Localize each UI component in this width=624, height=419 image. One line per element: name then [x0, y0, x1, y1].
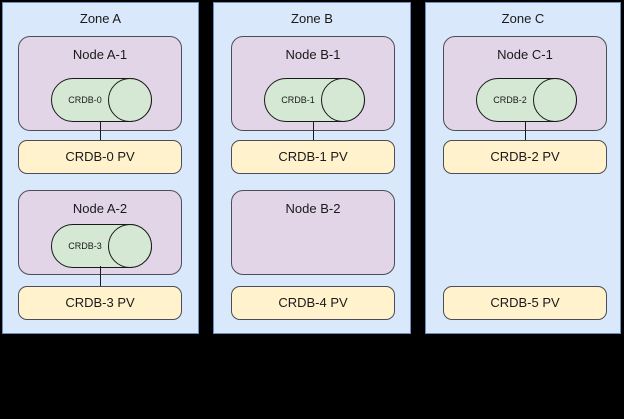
zone-a[interactable]: Zone A Node A-1 CRDB-0 CRDB-0 PV Node A-… [2, 2, 199, 334]
volume-crdb-2-pv[interactable]: CRDB-2 PV [443, 140, 607, 174]
volume-crdb-5-pv[interactable]: CRDB-5 PV [443, 286, 607, 320]
node-c-1[interactable]: Node C-1 CRDB-2 [443, 36, 607, 131]
database-crdb-3[interactable]: CRDB-3 [51, 224, 152, 268]
zone-b-title: Zone B [291, 11, 333, 26]
volume-crdb-4-pv-label: CRDB-4 PV [278, 295, 348, 310]
connector-node-b-1-to-crdb-1-pv [313, 121, 314, 141]
database-crdb-0[interactable]: CRDB-0 [51, 78, 152, 122]
node-b-1-title: Node B-1 [285, 47, 341, 62]
node-a-2[interactable]: Node A-2 CRDB-3 [18, 190, 182, 275]
database-crdb-2[interactable]: CRDB-2 [476, 78, 577, 122]
volume-crdb-3-pv-label: CRDB-3 PV [65, 295, 135, 310]
node-c-1-title: Node C-1 [497, 47, 553, 62]
zone-c[interactable]: Zone C Node C-1 CRDB-2 CRDB-2 PV CRDB-5 … [425, 2, 621, 334]
volume-crdb-2-pv-label: CRDB-2 PV [490, 149, 560, 164]
volume-crdb-1-pv[interactable]: CRDB-1 PV [231, 140, 395, 174]
node-a-1-title: Node A-1 [72, 47, 128, 62]
node-a-1[interactable]: Node A-1 CRDB-0 [18, 36, 182, 131]
volume-crdb-3-pv[interactable]: CRDB-3 PV [18, 286, 182, 320]
zone-a-title: Zone A [79, 11, 122, 26]
node-b-1[interactable]: Node B-1 CRDB-1 [231, 36, 395, 131]
volume-crdb-5-pv-label: CRDB-5 PV [490, 295, 560, 310]
volume-crdb-1-pv-label: CRDB-1 PV [278, 149, 348, 164]
zone-c-title: Zone C [501, 11, 545, 26]
database-crdb-1[interactable]: CRDB-1 [264, 78, 365, 122]
volume-crdb-4-pv[interactable]: CRDB-4 PV [231, 286, 395, 320]
connector-node-a-1-to-crdb-0-pv [100, 121, 101, 141]
node-b-2[interactable]: Node B-2 [231, 190, 395, 275]
connector-node-c-1-to-crdb-2-pv [525, 121, 526, 141]
volume-crdb-0-pv-label: CRDB-0 PV [65, 149, 135, 164]
volume-crdb-0-pv[interactable]: CRDB-0 PV [18, 140, 182, 174]
node-a-2-title: Node A-2 [72, 201, 128, 216]
connector-node-a-2-to-crdb-3-pv [100, 266, 101, 286]
zone-b[interactable]: Zone B Node B-1 CRDB-1 CRDB-1 PV Node B-… [213, 2, 411, 334]
node-b-2-title: Node B-2 [285, 201, 341, 216]
